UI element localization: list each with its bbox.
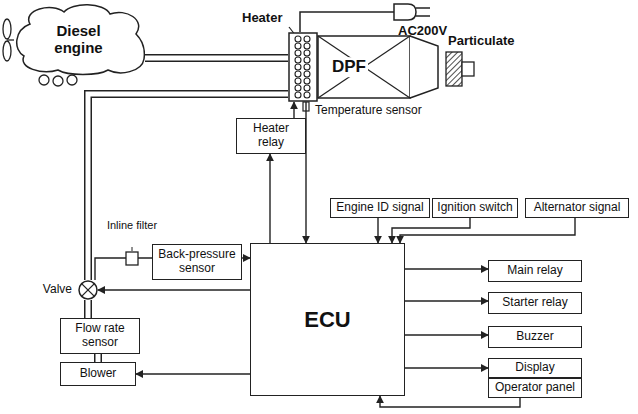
valve-outline [78,280,98,300]
node-text: Main relay [507,264,562,278]
exhaust-manifold [39,75,77,86]
node-text: ECU [304,307,350,332]
signal-box: Ignition switch [432,198,518,218]
dpf-assembly: DPF [288,32,440,102]
part-label: Temperature sensor [315,104,422,118]
signal-line [378,218,379,243]
node-text: Ignition switch [437,201,512,215]
signal-line [95,258,152,280]
sensor-box: Back-pressure sensor [152,244,242,280]
node-text: Blower [80,367,117,381]
part-label: Heater [242,11,282,26]
leader-line [132,247,133,251]
relay-box: Main relay [488,260,582,282]
signal-line [294,102,295,118]
signal-line [405,301,488,302]
part-label: AC200V [398,24,447,39]
blower-box: Blower [60,362,136,386]
signal-line [400,218,575,243]
node-text: Buzzer [516,330,553,344]
signal-line [242,258,250,259]
part-label: Inline filter [106,219,158,232]
node-text: Display [515,361,554,375]
signal-box: Engine ID signal [330,198,430,218]
node-text: Alternator signal [534,201,621,215]
signal-line [405,368,488,369]
buzzer-box: Buzzer [488,326,582,348]
part-label: Particulate [448,34,514,49]
engine-cloud: Diesel engine [12,2,145,76]
node-text: Engine ID signal [336,201,423,215]
node-text: Diesel engine [34,22,124,57]
node-text: Back-pressure sensor [156,248,238,276]
relay-box: Heater relay [236,118,306,154]
signal-line [270,154,271,243]
pipe [98,354,99,362]
node-text: Starter relay [502,296,567,310]
signal-line [392,218,470,243]
valve-symbol: Valve [78,280,98,300]
inline-filter [126,252,138,265]
signal-line [98,290,250,291]
particulate-trap [446,52,474,86]
pipe [145,58,288,59]
node-text: DPF [330,57,368,77]
signal-box: Alternator signal [525,198,629,218]
signal-line [405,335,488,336]
signal-line [136,374,250,375]
relay-box: Starter relay [488,292,582,314]
display-box: Display [488,358,582,378]
engine-fan [3,19,14,61]
node-text: Valve [43,283,72,297]
ecu-box: ECU [250,243,405,396]
node-text: Operator panel [495,381,575,395]
signal-line [405,269,488,270]
sensor-box: Flow rate sensor [60,318,140,354]
pipe [88,300,89,318]
panel-box: Operator panel [488,378,582,398]
node-text: Heater relay [240,122,302,150]
node-text: Flow rate sensor [64,322,136,350]
